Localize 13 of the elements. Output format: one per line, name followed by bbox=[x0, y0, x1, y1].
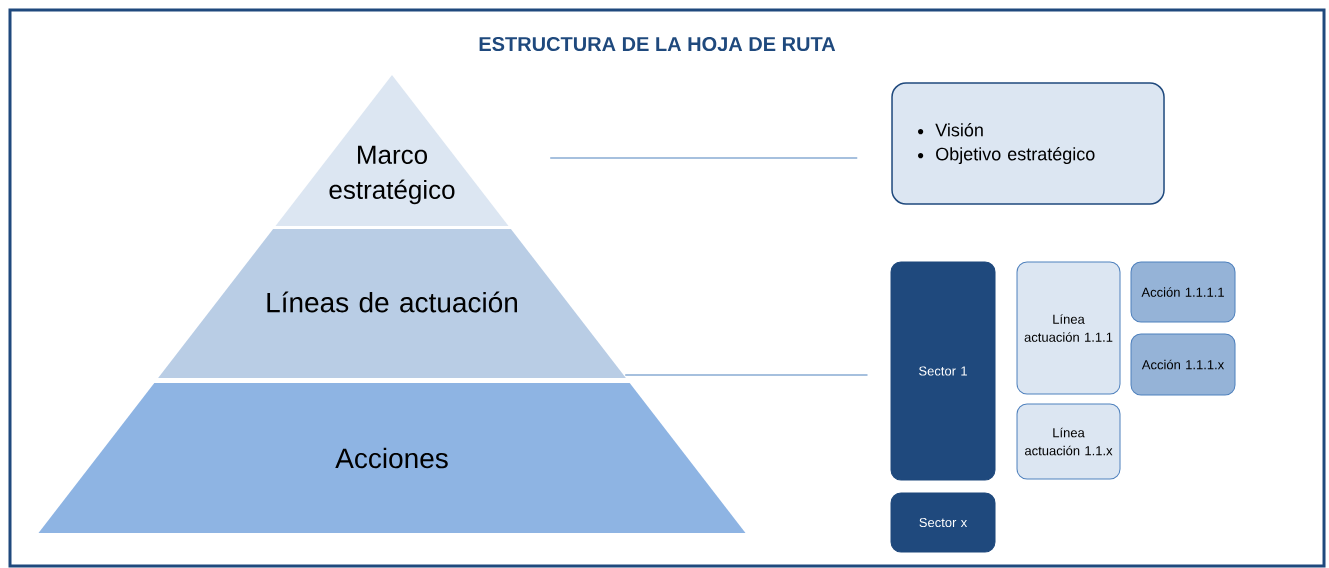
connector-line bbox=[549, 157, 858, 159]
rounded-box: Sector x bbox=[890, 492, 996, 553]
pyramid-level: Acciones bbox=[38, 383, 746, 533]
bullet-box: Visión Objetivo estratégico bbox=[891, 82, 1165, 205]
rounded-box: Línea actuación 1.1.x bbox=[1016, 403, 1121, 480]
rounded-box: Acción 1.1.1.x bbox=[1130, 333, 1236, 396]
connector-line bbox=[624, 374, 869, 376]
rounded-box: Línea actuación 1.1.1 bbox=[1016, 261, 1121, 395]
rounded-box: Sector 1 bbox=[890, 261, 996, 481]
title: ESTRUCTURA DE LA HOJA DE RUTA bbox=[479, 36, 836, 52]
rounded-box: Acción 1.1.1.1 bbox=[1130, 261, 1236, 323]
pyramid-level: Líneas de actuación bbox=[158, 229, 626, 378]
pyramid-level: Marco estratégico bbox=[275, 75, 509, 226]
